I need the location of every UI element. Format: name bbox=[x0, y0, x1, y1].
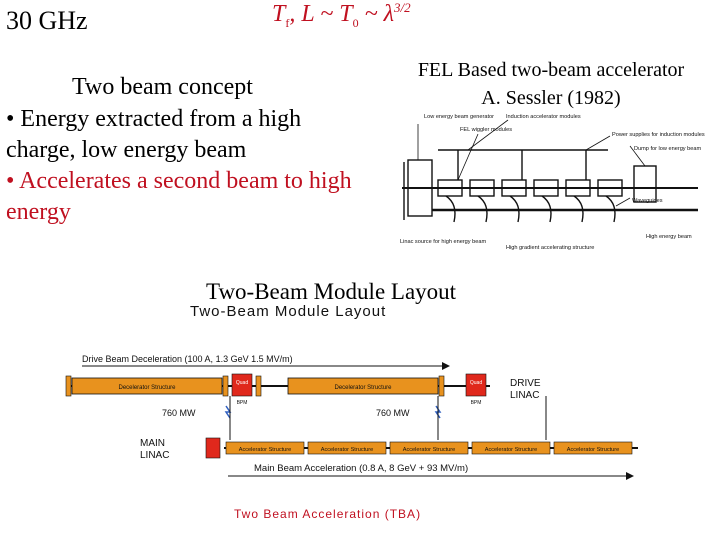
quad-label: Quad bbox=[470, 380, 482, 386]
two-beam-module-diagram: Two-Beam Module Layout Drive Beam Decele… bbox=[65, 303, 638, 521]
accelerator-structure bbox=[471, 441, 551, 455]
fel-label-waveguides: Waveguides bbox=[632, 198, 663, 204]
accelerator-label: Accelerator Structure bbox=[567, 447, 620, 453]
decelerator-label: Decelerator Structure bbox=[334, 385, 392, 391]
fel-title-line1: FEL Based two-beam accelerator bbox=[417, 59, 685, 81]
scaling-formula: Tf, L ~ T0 ~ λ3/2 bbox=[272, 0, 411, 31]
fel-label-leader bbox=[585, 135, 611, 151]
formula-exp: 3/2 bbox=[394, 0, 411, 15]
module-figure-title: Two-Beam Module Layout bbox=[190, 303, 386, 320]
fel-label-linac-source: Linac source for high energy beam bbox=[400, 239, 486, 245]
formula-zero: 0 bbox=[352, 15, 359, 30]
fel-label-generator: Low energy beam generator bbox=[424, 114, 494, 120]
accelerator-label: Accelerator Structure bbox=[239, 447, 292, 453]
formula-mid: , L ~ T bbox=[289, 1, 353, 27]
drive-flange bbox=[438, 375, 445, 397]
fel-waveguide bbox=[477, 195, 488, 223]
drive-linac-label-1: DRIVE bbox=[510, 378, 541, 389]
quad-label: Quad bbox=[236, 380, 248, 386]
fel-label-dump: Dump for low energy beam bbox=[634, 146, 701, 152]
fel-label-power-supplies: Power supplies for induction modules bbox=[612, 132, 705, 138]
formula-tail: ~ λ bbox=[358, 1, 394, 27]
fel-waveguide bbox=[445, 195, 456, 223]
accelerator-structure bbox=[307, 441, 387, 455]
fel-induction-module bbox=[533, 179, 559, 197]
power-label: 760 MW bbox=[162, 408, 196, 418]
main-footer-arrowhead bbox=[626, 472, 634, 480]
module-layout-caption: Two-Beam Module Layout bbox=[206, 279, 457, 304]
fel-waveguide bbox=[573, 195, 584, 223]
fel-induction-module bbox=[565, 179, 591, 197]
fel-heading: FEL Based two-beam accelerator A. Sessle… bbox=[384, 56, 718, 112]
main-linac-label-1: MAIN bbox=[140, 438, 165, 449]
main-linac-label-2: LINAC bbox=[140, 450, 169, 461]
fel-label-induction: Induction accelerator modules bbox=[506, 114, 581, 120]
drive-flange bbox=[222, 375, 229, 397]
drive-beam-header: Drive Beam Deceleration (100 A, 1.3 GeV … bbox=[82, 354, 293, 364]
slide-title: 30 GHz bbox=[6, 6, 88, 35]
fel-induction-module bbox=[437, 179, 463, 197]
fel-label-wiggler: FEL wiggler modules bbox=[460, 127, 512, 133]
decelerator-label: Decelerator Structure bbox=[118, 385, 176, 391]
fel-beam-dump bbox=[633, 165, 657, 203]
fel-label-leader bbox=[467, 119, 509, 151]
bpm-label: BPM bbox=[471, 400, 482, 406]
bullet-accelerates: • Accelerates a second beam to high ener… bbox=[6, 168, 352, 225]
drive-flange bbox=[255, 375, 262, 397]
fel-waveguide bbox=[541, 195, 552, 223]
fel-label-leader bbox=[629, 145, 646, 167]
fel-waveguide bbox=[509, 195, 520, 223]
accelerator-structure bbox=[389, 441, 469, 455]
power-transfer-icon bbox=[224, 405, 232, 419]
fel-induction-module bbox=[597, 179, 623, 197]
concept-heading: Two beam concept bbox=[72, 74, 253, 100]
decelerator-structure bbox=[71, 377, 223, 395]
formula-f: f bbox=[285, 15, 290, 30]
drive-quad bbox=[465, 373, 487, 397]
fel-title-line2: A. Sessler (1982) bbox=[481, 87, 621, 109]
drive-header-arrowhead bbox=[442, 362, 450, 370]
concept-bullets: • Energy extracted from a high charge, l… bbox=[6, 104, 361, 228]
tba-title: Two Beam Acceleration (TBA) bbox=[234, 507, 421, 521]
bpm-label: BPM bbox=[237, 400, 248, 406]
fel-induction-module bbox=[501, 179, 527, 197]
main-beam-footer: Main Beam Acceleration (0.8 A, 8 GeV + 9… bbox=[254, 463, 468, 474]
accelerator-label: Accelerator Structure bbox=[321, 447, 374, 453]
fel-label-high-energy-beam: High energy beam bbox=[646, 234, 692, 240]
bullet-energy-extracted: • Energy extracted from a high charge, l… bbox=[6, 106, 302, 163]
accelerator-structure bbox=[553, 441, 633, 455]
fel-accelerator-diagram: Low energy beam generator Induction acce… bbox=[400, 114, 705, 251]
accelerator-structure bbox=[225, 441, 305, 455]
fel-induction-module bbox=[469, 179, 495, 197]
fel-label-leader bbox=[615, 197, 631, 207]
drive-quad bbox=[231, 373, 253, 397]
accelerator-label: Accelerator Structure bbox=[485, 447, 538, 453]
accelerator-label: Accelerator Structure bbox=[403, 447, 456, 453]
fel-waveguide bbox=[605, 195, 616, 223]
fel-label-leader bbox=[457, 133, 479, 181]
decelerator-structure bbox=[287, 377, 439, 395]
fel-label-structure: High gradient accelerating structure bbox=[506, 245, 594, 251]
formula-t: T bbox=[272, 1, 286, 27]
drive-linac-label-2: LINAC bbox=[510, 390, 539, 401]
main-quad bbox=[205, 437, 221, 459]
drive-flange bbox=[65, 375, 72, 397]
power-label: 760 MW bbox=[376, 408, 410, 418]
